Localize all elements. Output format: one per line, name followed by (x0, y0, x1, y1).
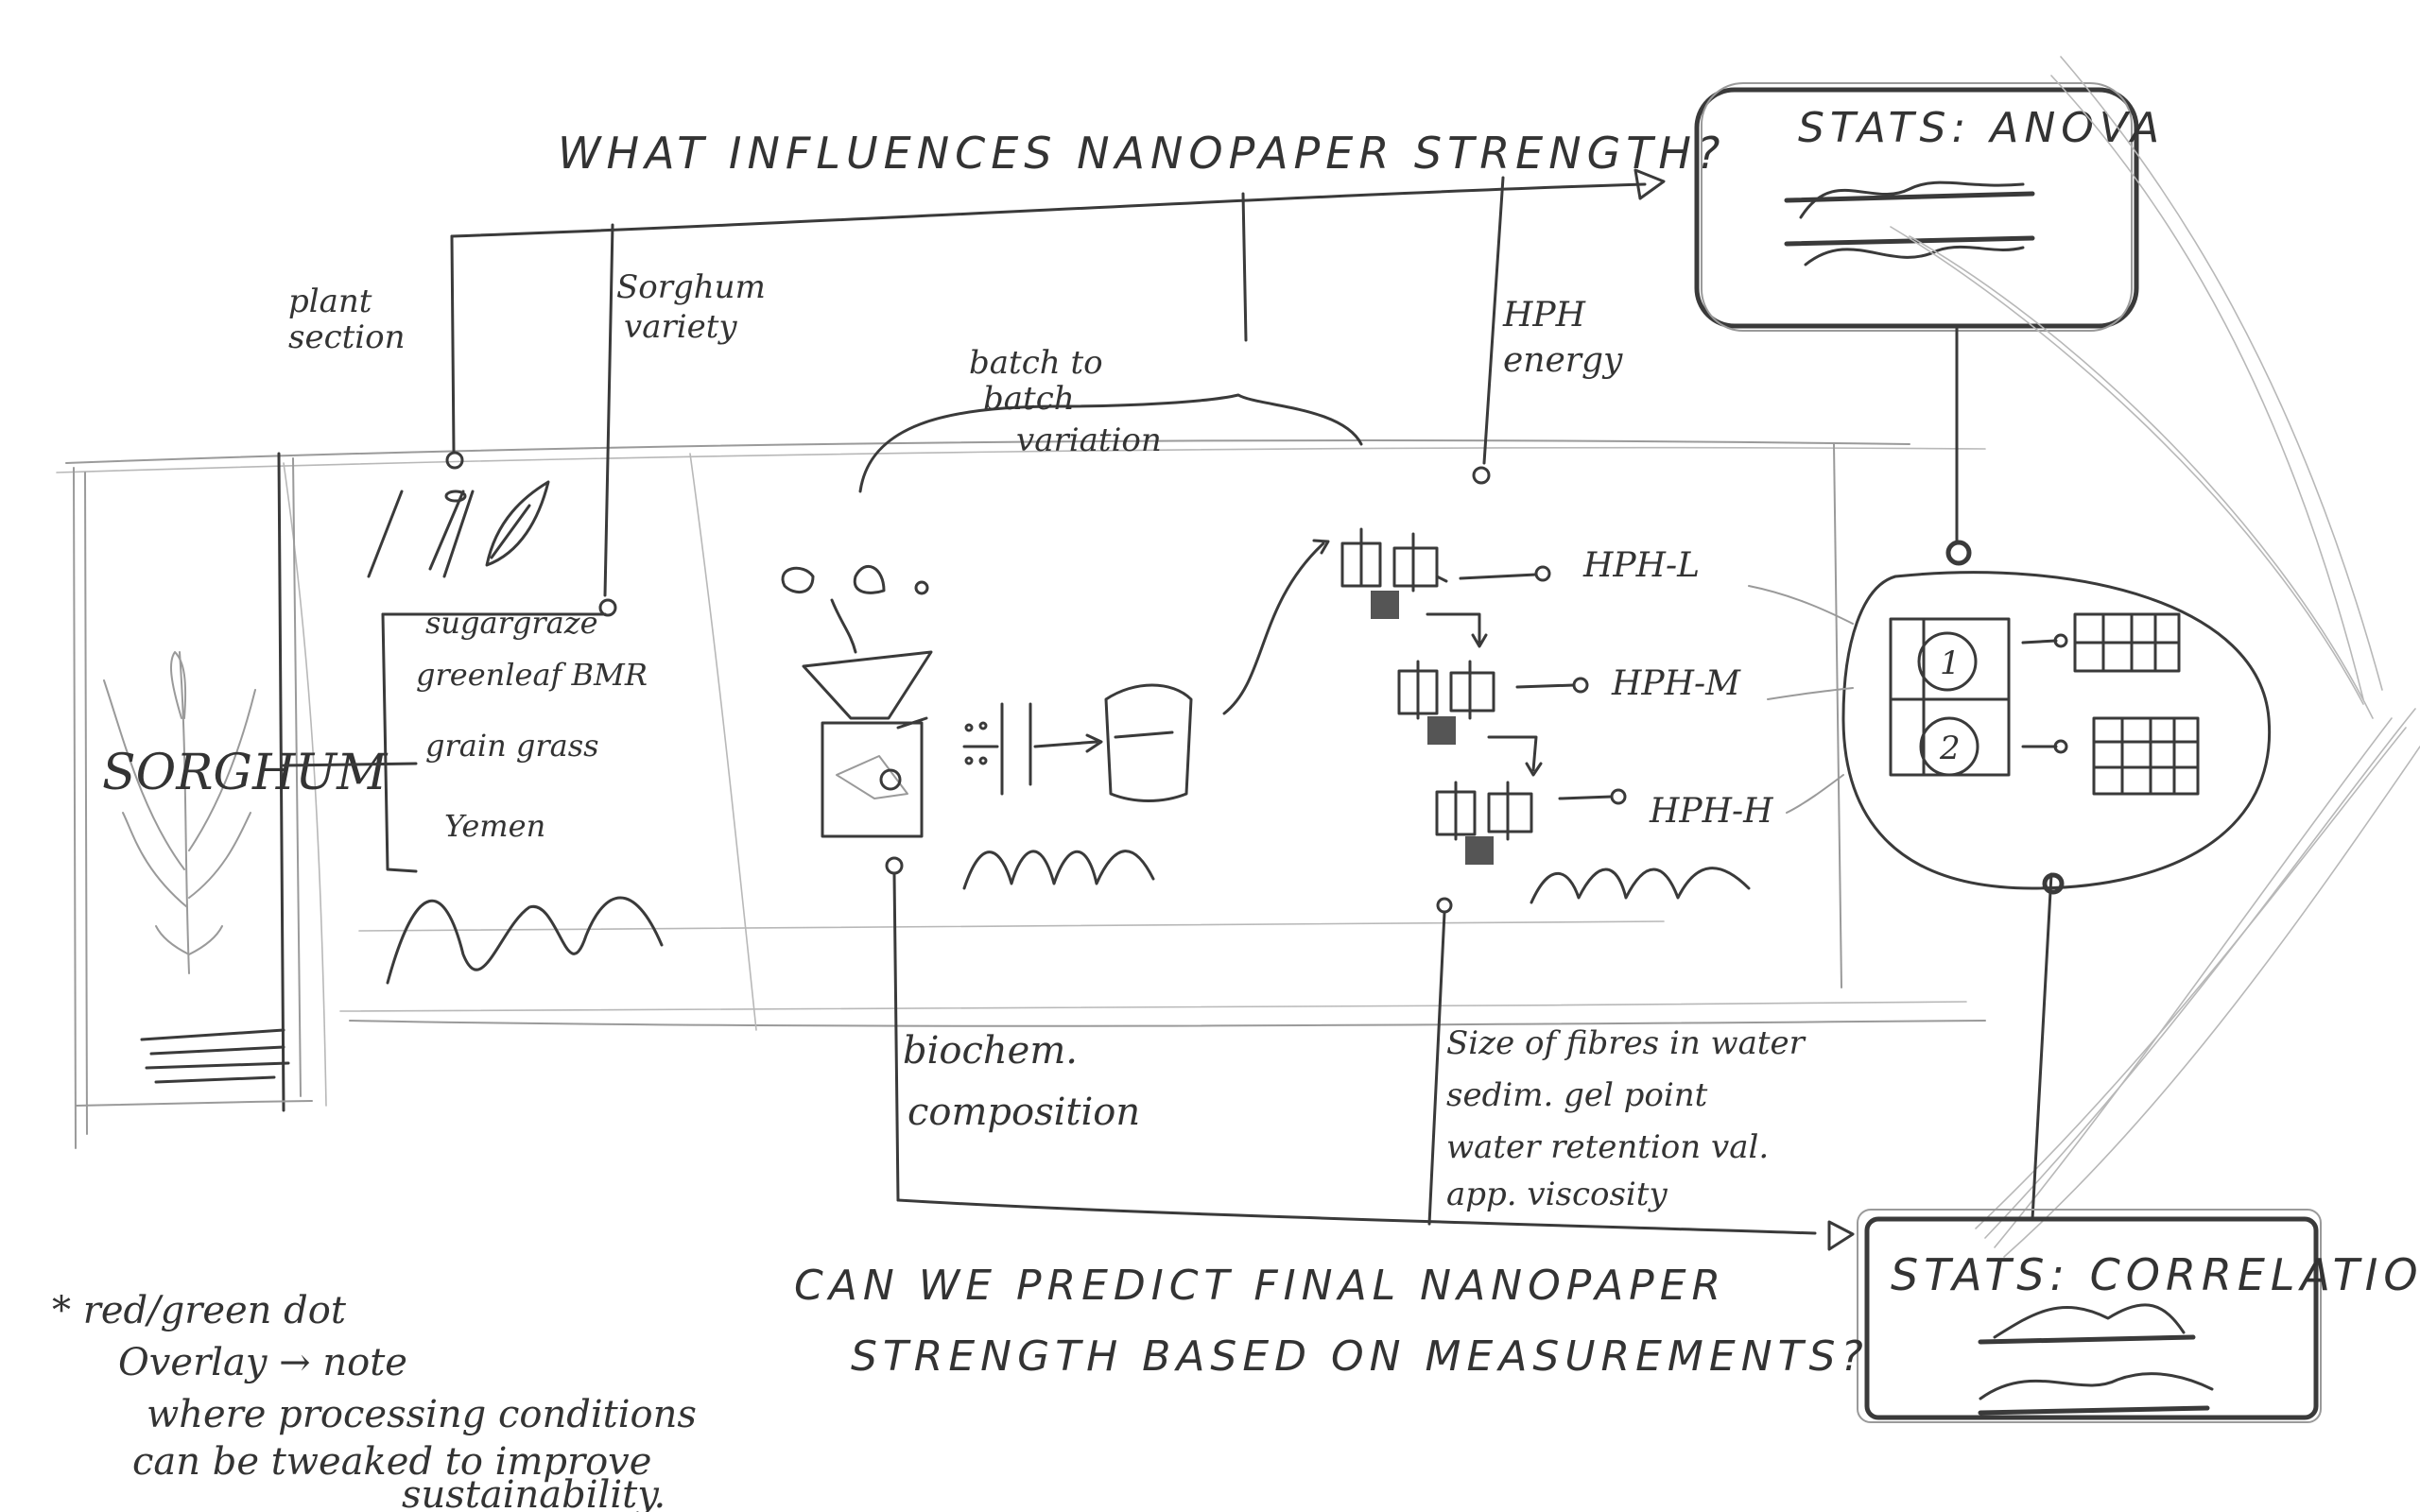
hph-stage-2: HPH-M (1397, 660, 1741, 777)
stats-correlation-box: STATS: CORRELATION (1857, 1209, 2420, 1423)
processing-equipment (781, 539, 1330, 890)
factor-sorghum-variety: Sorghum variety (616, 268, 776, 346)
question-bottom: CAN WE PREDICT FINAL NANOPAPER STRENGTH … (794, 1262, 1869, 1381)
hph-stage-3: HPH-H (1435, 781, 1773, 914)
hph-label-h: HPH-H (1649, 792, 1773, 831)
sorghum-panel: SORGHUM (73, 452, 418, 1149)
factor-batch-variation: batch to batch variation (969, 344, 1162, 459)
variety-3: grain grass (425, 728, 599, 764)
note-sustainability: * red/green dot Overlay → note where pro… (52, 1289, 709, 1512)
stats-correlation-label: STATS: CORRELATION (1891, 1249, 2420, 1300)
factor-plant-section: plant section (288, 283, 406, 356)
variety-4: Yemen (444, 808, 545, 844)
title-top: WHAT INFLUENCES NANOPAPER STRENGTH? (558, 128, 1725, 179)
variety-1: sugargraze (425, 605, 598, 641)
hph-stage-1: HPH-L (1340, 527, 1700, 648)
stats-anova-box: STATS: ANOVA (1694, 82, 2165, 566)
measurement-biochem: biochem. composition (903, 1029, 1140, 1134)
variety-2: greenleaf BMR (416, 657, 648, 693)
measurement-lines (892, 872, 1855, 1251)
hph-label-m: HPH-M (1611, 664, 1741, 703)
top-factor-lines (445, 168, 1666, 617)
right-chevron-scribble (1890, 56, 2420, 1258)
group-number-2: 2 (1939, 730, 1961, 767)
factor-hph-energy: HPH energy (1502, 296, 1623, 380)
measurement-fibres: Size of fibres in water sedim. gel point… (1446, 1024, 1815, 1213)
stats-anova-label: STATS: ANOVA (1798, 104, 2165, 152)
svg-text:sugargraze greenleaf BMR: sugargraze greenleaf BMR grain grass Yem… (416, 605, 657, 844)
group-comparison: 1 2 (1748, 571, 2272, 1221)
group-number-1: 1 (1940, 644, 1961, 682)
sorghum-label: SORGHUM (102, 745, 389, 801)
hph-label-l: HPH-L (1582, 546, 1700, 585)
variety-list: sugargraze greenleaf BMR grain grass Yem… (381, 605, 664, 985)
plant-parts (367, 480, 550, 578)
